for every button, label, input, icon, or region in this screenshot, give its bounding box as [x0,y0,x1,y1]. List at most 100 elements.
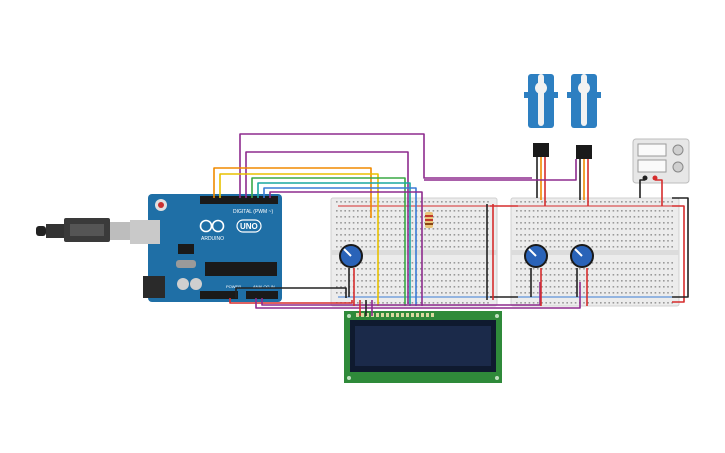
breadboard-hole [566,201,568,203]
breadboard-hole [595,268,598,270]
breadboard-hole [612,286,615,288]
breadboard-hole [633,274,636,276]
breadboard-hole [654,201,657,203]
breadboard-hole [574,302,577,304]
breadboard-hole [344,240,346,242]
breadboard-hole [516,268,518,270]
breadboard-hole [671,201,673,203]
breadboard-hole [373,240,376,242]
breadboard-hole [612,234,615,236]
servo-motor-right[interactable] [567,74,601,159]
breadboard-hole [583,292,585,294]
breadboard-hole [365,268,367,270]
breadboard-hole [344,280,346,282]
breadboard-hole [420,228,422,230]
breadboard-hole [637,286,640,288]
breadboard-hole [612,302,615,304]
breadboard-hole [545,262,547,264]
breadboard-hole [524,201,526,203]
breadboard-hole [537,234,539,236]
arduino-uno-board[interactable]: DIGITAL (PWM ~) UNO ARDUINO POWER ANALOG… [130,194,282,302]
breadboard-hole [470,201,472,203]
breadboard-hole [462,280,464,282]
breadboard-hole [449,280,451,282]
breadboard-hole [537,228,539,230]
breadboard-hole [357,280,359,282]
breadboard-hole [445,201,447,203]
breadboard-hole [487,222,489,224]
breadboard-hole [487,228,489,230]
breadboard-hole [562,262,564,264]
breadboard-hole [369,262,372,264]
breadboard-hole [545,302,547,304]
servo-motor-left[interactable] [524,74,558,157]
breadboard-hole [549,292,552,294]
breadboard-hole [621,292,623,294]
breadboard-hole [382,292,384,294]
breadboard-hole [579,216,581,218]
breadboard-hole [399,222,401,224]
breadboard-hole [532,228,535,230]
breadboard-hole [633,302,636,304]
breadboard-hole [441,222,443,224]
breadboard-hole [403,240,405,242]
breadboard-hole [558,262,560,264]
breadboard-hole [604,280,606,282]
breadboard-hole [483,286,485,288]
breadboard-hole [483,228,485,230]
breadboard-hole [348,216,351,218]
breadboard-hole [382,280,384,282]
breadboard-hole [604,228,606,230]
breadboard-hole [637,222,640,224]
wire-rail-right-black [672,197,689,298]
lcd-pin [406,313,409,317]
breadboard-hole [445,262,447,264]
potentiometer-right[interactable] [570,244,594,268]
breadboard-hole [466,201,468,203]
breadboard-hole [445,240,447,242]
breadboard-hole [583,201,585,203]
breadboard-hole [424,302,426,304]
breadboard-hole [587,274,589,276]
lcd-pin [401,313,404,317]
wire-yellow [219,173,379,306]
breadboard-hole [466,286,468,288]
breadboard-hole [382,268,384,270]
breadboard-hole [487,302,489,304]
breadboard-hole [520,222,522,224]
breadboard-hole [449,222,451,224]
breadboard-hole [394,240,397,242]
breadboard-hole [637,274,640,276]
breadboard-hole [520,228,522,230]
breadboard-hole [629,268,631,270]
breadboard-hole [642,240,644,242]
power-supply-icon[interactable] [632,138,690,184]
breadboard-hole [633,216,636,218]
potentiometer-left[interactable] [339,244,363,268]
breadboard-hole [382,240,384,242]
breadboard-hole [411,234,414,236]
breadboard-hole [595,292,598,294]
breadboard-hole [621,228,623,230]
breadboard-hole [382,210,384,212]
breadboard-hole [608,292,610,294]
breadboard-hole [483,234,485,236]
breadboard-hole [642,210,644,212]
breadboard-hole [390,228,393,230]
breadboard-hole [646,274,648,276]
breadboard-hole [357,292,359,294]
breadboard-hole [625,274,627,276]
breadboard-hole [616,292,619,294]
breadboard-hole [583,268,585,270]
breadboard-hole [373,216,376,218]
breadboard-hole [470,286,472,288]
breadboard-hole [336,234,338,236]
breadboard-hole [462,268,464,270]
breadboard-hole [478,216,481,218]
breadboard-hole [600,246,602,248]
breadboard-hole [365,216,367,218]
breadboard-hole [566,228,568,230]
breadboard-hole [516,302,518,304]
potentiometer-middle[interactable] [524,244,548,268]
breadboard-hole [608,210,610,212]
